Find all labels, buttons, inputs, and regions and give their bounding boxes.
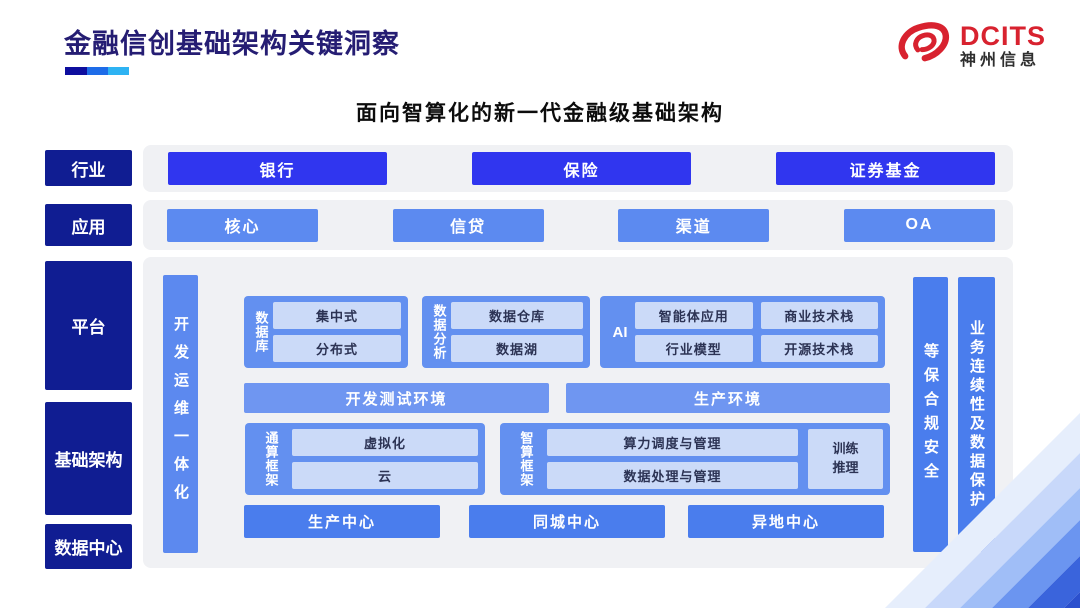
page-title: 金融信创基础架构关键洞察: [64, 29, 400, 59]
ai-item-agent-apps: 智能体应用: [635, 302, 753, 329]
industry-item-securities: 证券基金: [776, 152, 995, 185]
underline-segment-blue: [87, 67, 108, 75]
side-label-platform: 平台: [45, 261, 132, 390]
analytics-item-lake: 数据湖: [451, 335, 583, 362]
application-item-channel: 渠道: [618, 208, 770, 242]
business-continuity-vertical-bar: 业务连续性及数据保护: [958, 277, 995, 552]
company-logo: DCITS 神州信息: [892, 18, 1046, 73]
ai-item-industry-models: 行业模型: [635, 335, 753, 362]
intel-item-training-inference: 训练 推理: [808, 429, 883, 489]
database-item-centralized: 集中式: [273, 302, 401, 329]
general-item-virtualization: 虚拟化: [292, 429, 478, 456]
security-compliance-vertical-bar: 等保合规安全: [913, 277, 948, 552]
analytics-item-warehouse: 数据仓库: [451, 302, 583, 329]
logo-brand: DCITS: [960, 20, 1046, 51]
title-underline: [65, 67, 129, 75]
production-center-bar: 生产中心: [244, 505, 440, 538]
side-label-industry: 行业: [45, 150, 132, 186]
industry-item-bank: 银行: [168, 152, 387, 185]
remote-center-bar: 异地中心: [688, 505, 884, 538]
side-label-application: 应用: [45, 204, 132, 246]
data-analytics-group-boxes: 数据仓库 数据湖: [451, 302, 583, 362]
database-group-label: 数据库: [253, 311, 269, 353]
ai-group-label: AI: [612, 323, 628, 341]
logo-company: 神州信息: [960, 51, 1041, 69]
ai-group-boxes: 智能体应用 商业技术栈 行业模型 开源技术栈: [635, 302, 878, 362]
dev-test-environment-bar: 开发测试环境: [244, 383, 549, 413]
intelligent-computing-boxes: 算力调度与管理 数据处理与管理: [547, 429, 798, 489]
general-item-cloud: 云: [292, 462, 478, 489]
intelligent-computing-group: 智算框架 算力调度与管理 数据处理与管理 训练 推理: [500, 423, 890, 495]
production-environment-bar: 生产环境: [566, 383, 890, 413]
ai-item-commercial-stack: 商业技术栈: [760, 302, 878, 329]
underline-segment-dark: [65, 67, 87, 75]
general-computing-boxes: 虚拟化 云: [292, 429, 478, 489]
intel-item-compute-scheduling: 算力调度与管理: [547, 429, 798, 456]
intelligent-computing-label: 智算框架: [518, 431, 534, 487]
same-city-center-bar: 同城中心: [469, 505, 665, 538]
industry-item-insurance: 保险: [472, 152, 691, 185]
data-analytics-group: 数据分析 数据仓库 数据湖: [422, 296, 590, 368]
general-computing-group: 通算框架 虚拟化 云: [245, 423, 485, 495]
ai-item-open-source-stack: 开源技术栈: [760, 335, 878, 362]
general-computing-label: 通算框架: [263, 431, 279, 487]
underline-segment-light: [108, 67, 129, 75]
ai-group: AI 智能体应用 商业技术栈 行业模型 开源技术栈: [600, 296, 885, 368]
application-item-core: 核心: [167, 208, 318, 242]
devops-vertical-bar: 开发运维一体化: [163, 275, 198, 553]
logo-text: DCITS 神州信息: [960, 20, 1046, 69]
dcits-swirl-icon: [892, 18, 954, 73]
side-label-infrastructure: 基础架构: [45, 402, 132, 515]
diagram-subtitle: 面向智算化的新一代金融级基础架构: [356, 102, 724, 125]
application-item-credit: 信贷: [392, 208, 544, 242]
application-row: 核心 信贷 渠道 OA: [143, 200, 1013, 250]
data-analytics-group-label: 数据分析: [431, 304, 447, 360]
database-item-distributed: 分布式: [273, 335, 401, 362]
database-group: 数据库 集中式 分布式: [244, 296, 408, 368]
industry-row: 银行 保险 证券基金: [143, 145, 1013, 192]
platform-area: 开发运维一体化 等保合规安全 业务连续性及数据保护 数据库 集中式 分布式 数据…: [143, 257, 1013, 568]
database-group-boxes: 集中式 分布式: [273, 302, 401, 362]
intel-item-data-management: 数据处理与管理: [547, 462, 798, 489]
application-item-oa: OA: [843, 208, 995, 242]
side-label-datacenter: 数据中心: [45, 524, 132, 569]
